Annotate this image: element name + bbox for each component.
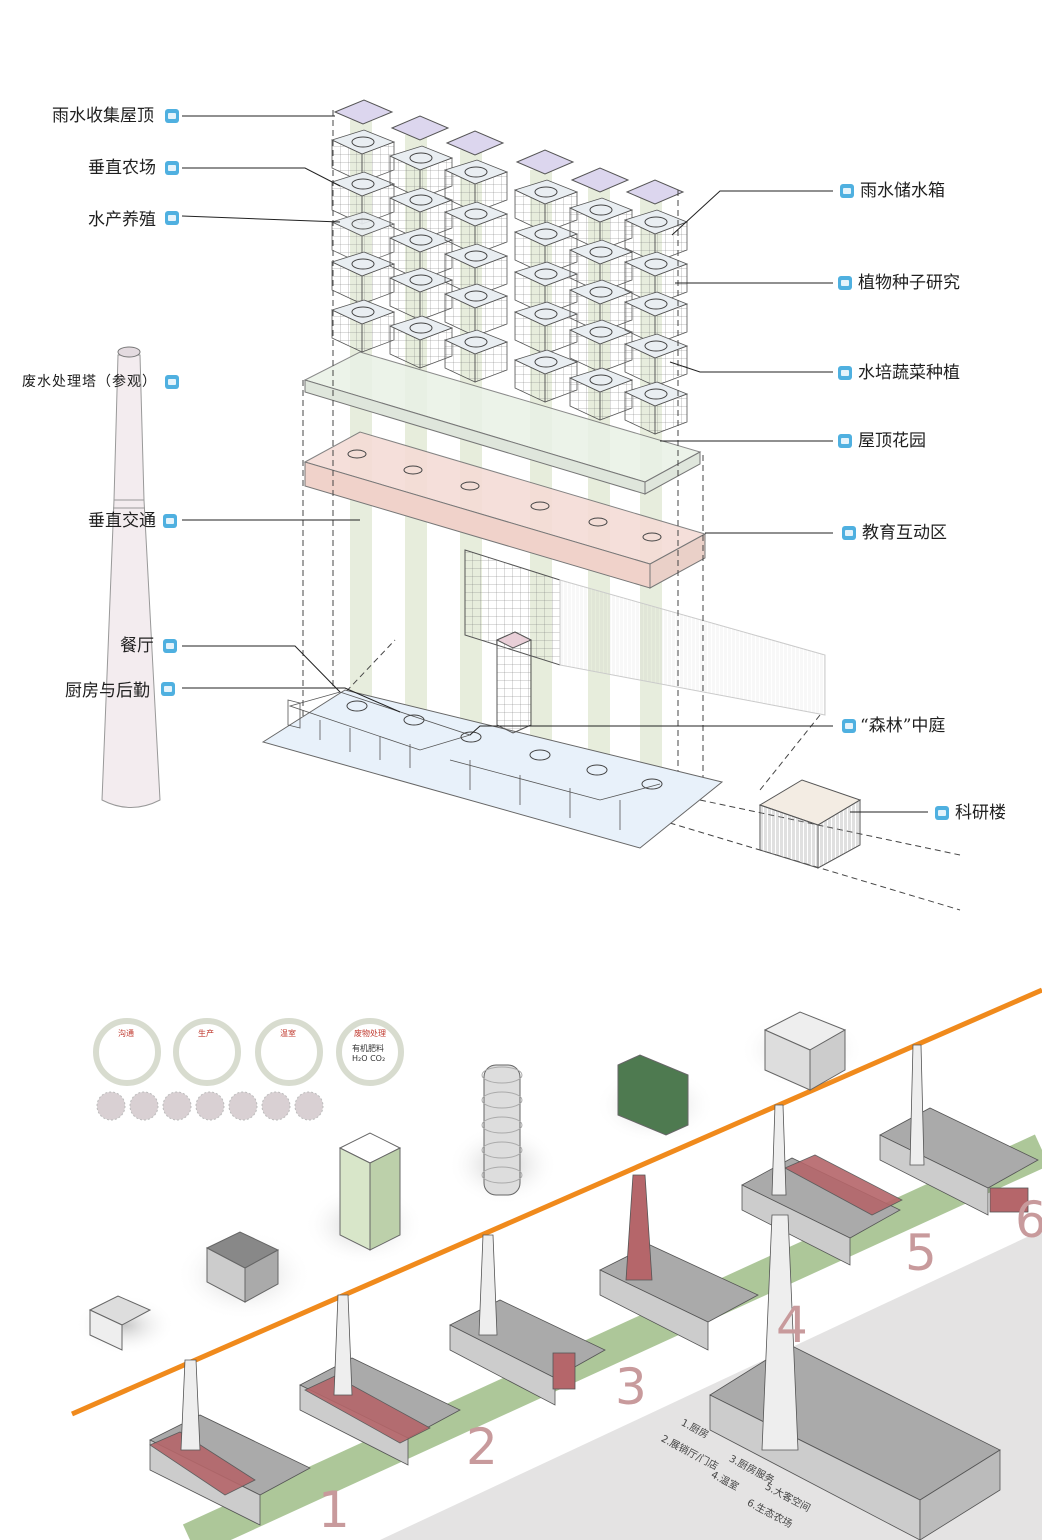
- education-icon: [842, 526, 856, 540]
- factory-blocks: [149, 1044, 1039, 1540]
- label-roof-garden: 屋顶花园: [858, 431, 926, 451]
- legend-thumbnails: [96, 1091, 324, 1121]
- facade-grid: [464, 549, 826, 716]
- label-seed-research: 植物种子研究: [858, 273, 960, 293]
- stage-number-4: 4: [776, 1296, 808, 1354]
- green-path: [182, 1134, 1042, 1540]
- seed-icon: [838, 276, 852, 290]
- stage-number-3: 3: [615, 1358, 647, 1416]
- ground-floor: [261, 631, 724, 849]
- wastewater-chimney: [101, 346, 161, 808]
- label-rain-tank: 雨水储水箱: [860, 181, 945, 201]
- label-kitchen: 厨房与后勤: [65, 681, 150, 701]
- label-forest-court: “森林”中庭: [860, 716, 946, 736]
- stage-number-2: 2: [466, 1418, 498, 1476]
- research-building: [758, 779, 862, 869]
- legend-inner-text: 有机肥料 H₂O CO₂: [352, 1044, 386, 1063]
- fish-icon: [165, 211, 179, 225]
- legend-caption: 沟通: [118, 1029, 134, 1038]
- forest-court-icon: [842, 719, 856, 733]
- orange-path: [70, 987, 1042, 1417]
- stage-number-5: 5: [905, 1224, 937, 1282]
- legend-caption: 生产: [198, 1029, 214, 1038]
- label-research-building: 科研楼: [955, 803, 1006, 823]
- wastewater-icon: [165, 375, 179, 389]
- roof-garden-plate: [303, 351, 702, 495]
- legend-rings: [93, 1018, 404, 1086]
- roof-garden-icon: [838, 434, 852, 448]
- legend-caption: 温室: [280, 1029, 296, 1038]
- label-aquaculture: 水产养殖: [88, 210, 156, 230]
- leader-lines: [181, 115, 928, 813]
- label-vertical-traffic: 垂直交通: [88, 511, 156, 531]
- restaurant-icon: [163, 639, 177, 653]
- label-vertical-farm: 垂直农场: [88, 158, 156, 178]
- research-icon: [935, 806, 949, 820]
- kitchen-icon: [161, 682, 175, 696]
- legend-caption: 废物处理: [354, 1029, 386, 1038]
- pavilions: [88, 1011, 847, 1351]
- hydroponic-icon: [838, 366, 852, 380]
- label-education: 教育互动区: [862, 523, 947, 543]
- elevator-icon: [163, 514, 177, 528]
- label-restaurant: 餐厅: [120, 636, 154, 656]
- rain-roof-icon: [165, 109, 179, 123]
- vertical-farm-icon: [165, 161, 179, 175]
- stage-number-1: 1: [318, 1481, 350, 1539]
- label-wastewater-tower: 废水处理塔（参观）: [22, 374, 157, 390]
- label-rain-roof: 雨水收集屋顶: [52, 106, 154, 126]
- stage-number-6: 6: [1015, 1191, 1042, 1249]
- rain-tank-icon: [840, 184, 854, 198]
- label-hydroponic: 水培蔬菜种植: [858, 363, 960, 383]
- tower-modules: [331, 99, 688, 435]
